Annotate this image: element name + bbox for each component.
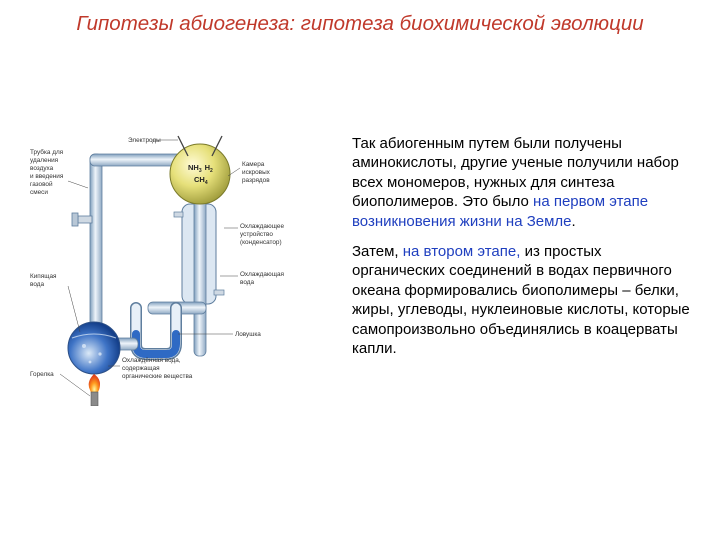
label-coolwater-2: вода (240, 279, 254, 286)
highlight-first-stage: на первом этапе возникновения жизни на З… (352, 193, 649, 230)
condenser-outlet (213, 289, 225, 296)
burner-body (90, 391, 99, 406)
label-cooler-1: Охлаждающее (240, 223, 284, 230)
svg-text:CH4: CH4 (194, 175, 208, 186)
label-tube-1: Трубка для (30, 148, 64, 156)
page-title: Гипотезы абиогенеза: гипотеза биохимичес… (76, 12, 644, 35)
stopcock (77, 215, 93, 224)
label-electrodes: Электроды (128, 137, 161, 144)
label-result-2: содержащая (122, 365, 160, 372)
spark-chamber (169, 143, 231, 205)
label-tube-6: смеси (30, 189, 48, 196)
paragraph-second-stage: Затем, на втором этапе, из простых орган… (352, 243, 690, 358)
label-burner: Горелка (30, 371, 54, 378)
label-tube-4: и введения (30, 173, 64, 180)
stopcock-handle (71, 212, 79, 227)
label-tube-3: воздуха (30, 165, 54, 172)
explanation-text: Так абиогенным путем были получены амино… (352, 134, 697, 369)
label-cooler-3: (конденсатор) (240, 239, 282, 246)
label-result-3: органические вещества (122, 373, 193, 380)
label-cooler-2: устройство (240, 230, 273, 238)
label-coolwater-1: Охлаждающая (240, 271, 285, 278)
electrode-right (211, 135, 223, 157)
highlight-second-stage: на втором этапе, (402, 243, 521, 261)
formula-ch4: CH (194, 175, 205, 184)
label-tube-5: газовой (30, 180, 53, 188)
label-trap: Ловушка (235, 331, 261, 338)
trap-u-tube (130, 302, 182, 360)
label-chamber-3: разрядов (242, 177, 270, 184)
electrode-left (177, 135, 189, 157)
right-tube (193, 195, 207, 357)
formula-nh3: NH (188, 163, 199, 172)
label-boiling-1: Кипящая (30, 273, 57, 280)
left-tube (89, 153, 103, 335)
paragraph-first-stage: Так абиогенным путем были получены амино… (352, 135, 679, 230)
formula-h2: H (205, 163, 210, 172)
burner-flame (88, 374, 100, 396)
label-result-1: Охлаждённая вода, (122, 357, 181, 364)
label-tube-2: удаления (30, 157, 59, 164)
label-chamber-1: Камера (242, 161, 265, 168)
label-boiling-2: вода (30, 281, 44, 288)
condenser-inlet (173, 211, 184, 218)
label-chamber-2: искровых (242, 169, 271, 176)
